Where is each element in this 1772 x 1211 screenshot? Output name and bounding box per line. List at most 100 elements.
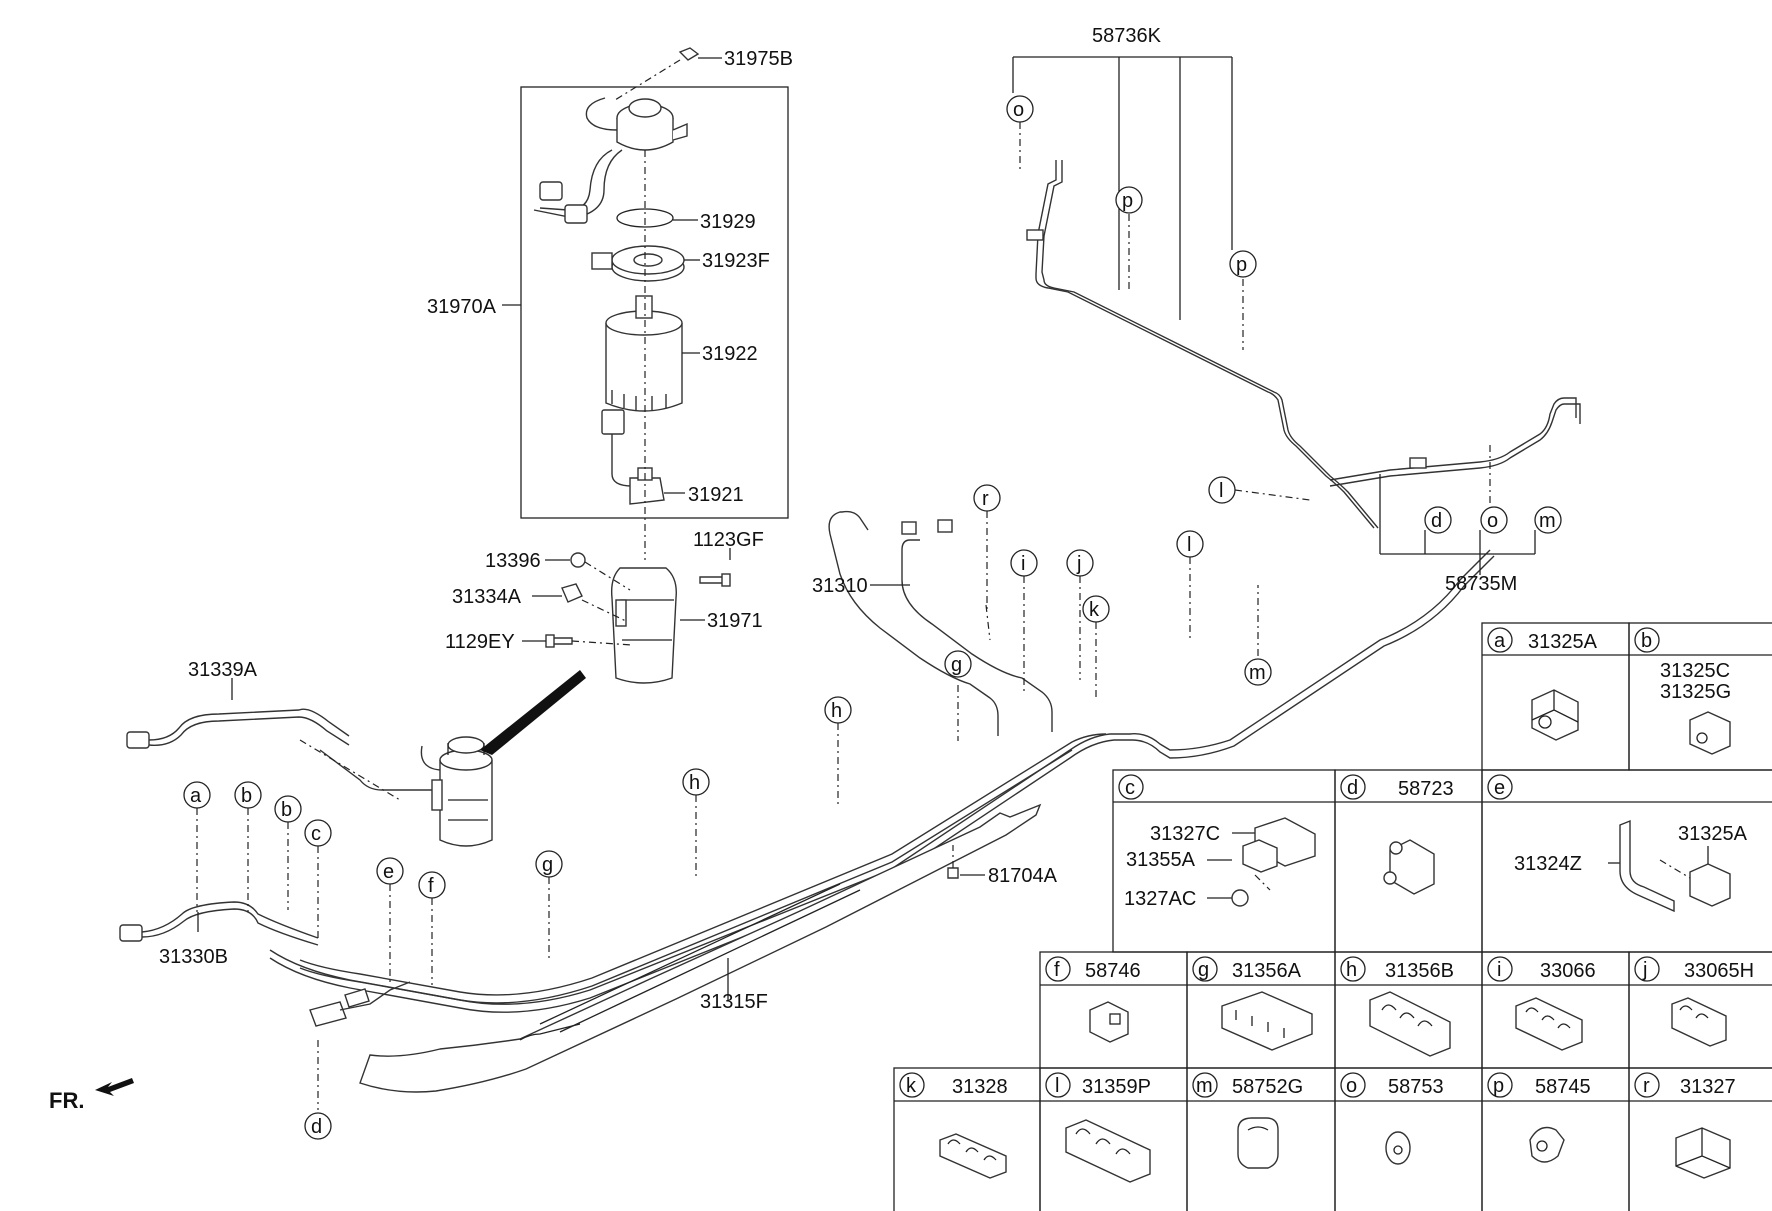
svg-text:h: h: [1346, 959, 1357, 981]
part-31923F: [591, 245, 685, 282]
clip-31356B-icon: [1369, 991, 1451, 1057]
label-58735M: 58735M: [1445, 573, 1517, 595]
svg-text:31356B: 31356B: [1385, 960, 1454, 982]
label-31334A: 31334A: [452, 586, 522, 608]
svg-text:d: d: [311, 1116, 322, 1138]
svg-text:j: j: [1642, 959, 1647, 981]
front-arrow: [95, 1078, 134, 1096]
svg-text:o: o: [1487, 510, 1498, 532]
grommet-58753-icon: [1385, 1131, 1411, 1165]
svg-text:o: o: [1013, 99, 1024, 121]
clip-31334A: [532, 583, 629, 623]
svg-text:l: l: [1055, 1075, 1059, 1097]
bracket-31324Z-icon: [1619, 819, 1731, 913]
svg-text:e: e: [383, 861, 394, 883]
svg-text:k: k: [906, 1075, 917, 1097]
svg-text:h: h: [831, 700, 842, 722]
callout-d2: d: [304, 1112, 332, 1140]
label-31339A: 31339A: [188, 659, 258, 681]
svg-text:i: i: [1021, 553, 1025, 575]
svg-text:58745: 58745: [1535, 1076, 1591, 1098]
svg-text:b: b: [241, 785, 252, 807]
callout-k: k: [1082, 595, 1110, 623]
clip-31327-icon: [1675, 1127, 1731, 1179]
filter-element-31922: [605, 295, 683, 412]
callout-o1: o: [1006, 95, 1034, 123]
clip-31328-icon: [939, 1133, 1007, 1179]
line-31339A: [126, 678, 401, 801]
clip-58752G-icon: [1237, 1117, 1279, 1169]
installed-filter-assembly: [319, 736, 493, 847]
label-31921: 31921: [688, 484, 744, 506]
svg-text:i: i: [1497, 959, 1501, 981]
svg-text:g: g: [951, 654, 962, 676]
svg-text:31327: 31327: [1680, 1076, 1736, 1098]
bracket-31971: [610, 567, 677, 684]
callout-a: a: [183, 781, 211, 809]
front-label: FR.: [49, 1088, 84, 1113]
label-31330B: 31330B: [159, 946, 228, 968]
callout-p2: p: [1229, 250, 1257, 278]
svg-text:31355A: 31355A: [1126, 849, 1196, 871]
line-58735M: [1329, 397, 1581, 575]
svg-text:c: c: [311, 823, 321, 845]
label-58736K: 58736K: [1092, 25, 1162, 47]
svg-text:e: e: [1494, 777, 1505, 799]
svg-text:h: h: [689, 772, 700, 794]
legend-cell-d: d 58723: [1340, 774, 1454, 895]
svg-text:r: r: [1643, 1075, 1650, 1097]
callout-f: f: [418, 871, 446, 899]
callout-c: c: [304, 819, 332, 847]
label-31975B: 31975B: [724, 48, 793, 70]
svg-text:58753: 58753: [1388, 1076, 1444, 1098]
sensor-31921: [601, 409, 665, 505]
svg-text:31359P: 31359P: [1082, 1076, 1151, 1098]
legend-cell-g: g 31356A: [1192, 956, 1313, 1051]
callout-d1: d: [1424, 506, 1452, 534]
legend-cell-b: b 31325C 31325G: [1634, 627, 1731, 755]
label-1123GF: 1123GF: [693, 529, 764, 551]
legend-cell-c: c 31327C 31355A 1327AC: [1118, 774, 1316, 910]
svg-text:l: l: [1219, 480, 1223, 502]
callout-l1: l: [1176, 530, 1204, 558]
svg-text:p: p: [1236, 254, 1247, 276]
clip-33065H-icon: [1671, 997, 1727, 1047]
fastener-81704A: [947, 845, 985, 879]
label-31929: 31929: [700, 211, 756, 233]
svg-text:o: o: [1346, 1075, 1357, 1097]
clip-58745-icon: [1529, 1126, 1565, 1163]
svg-text:m: m: [1539, 510, 1556, 532]
line-31330B: [119, 901, 319, 946]
filter-head: [533, 97, 688, 224]
svg-text:31325A: 31325A: [1678, 823, 1748, 845]
svg-text:d: d: [1347, 777, 1358, 799]
fitting-31975B: [614, 47, 722, 101]
label-1129EY: 1129EY: [445, 631, 515, 653]
callout-i: i: [1010, 549, 1038, 577]
callout-m1: m: [1244, 658, 1272, 686]
label-13396: 13396: [485, 550, 541, 572]
svg-text:l: l: [1187, 534, 1191, 556]
connector-lower-left: [309, 981, 411, 1027]
clip-31325A-icon: [1531, 689, 1579, 741]
svg-text:58752G: 58752G: [1232, 1076, 1303, 1098]
svg-text:31325A: 31325A: [1528, 631, 1598, 653]
clip-31359P-icon: [1065, 1119, 1151, 1183]
svg-text:31324Z: 31324Z: [1514, 853, 1582, 875]
svg-text:f: f: [428, 875, 434, 897]
legend-cell-a: a 31325A: [1487, 627, 1598, 741]
callout-b1: b: [234, 781, 262, 809]
label-31310: 31310: [812, 575, 868, 597]
legend-cell-m: m 58752G: [1192, 1072, 1303, 1169]
o-ring-31929: [616, 208, 674, 228]
label-31315F: 31315F: [700, 991, 768, 1013]
svg-text:p: p: [1493, 1075, 1504, 1097]
callout-m2: m: [1534, 506, 1562, 534]
svg-text:1327AC: 1327AC: [1124, 888, 1196, 910]
svg-text:31325C: 31325C: [1660, 660, 1730, 682]
main-pipe-bundle: [269, 549, 1495, 1013]
svg-text:a: a: [1494, 630, 1506, 652]
callout-l2: l: [1208, 476, 1236, 504]
legend-table: [893, 622, 1772, 1211]
